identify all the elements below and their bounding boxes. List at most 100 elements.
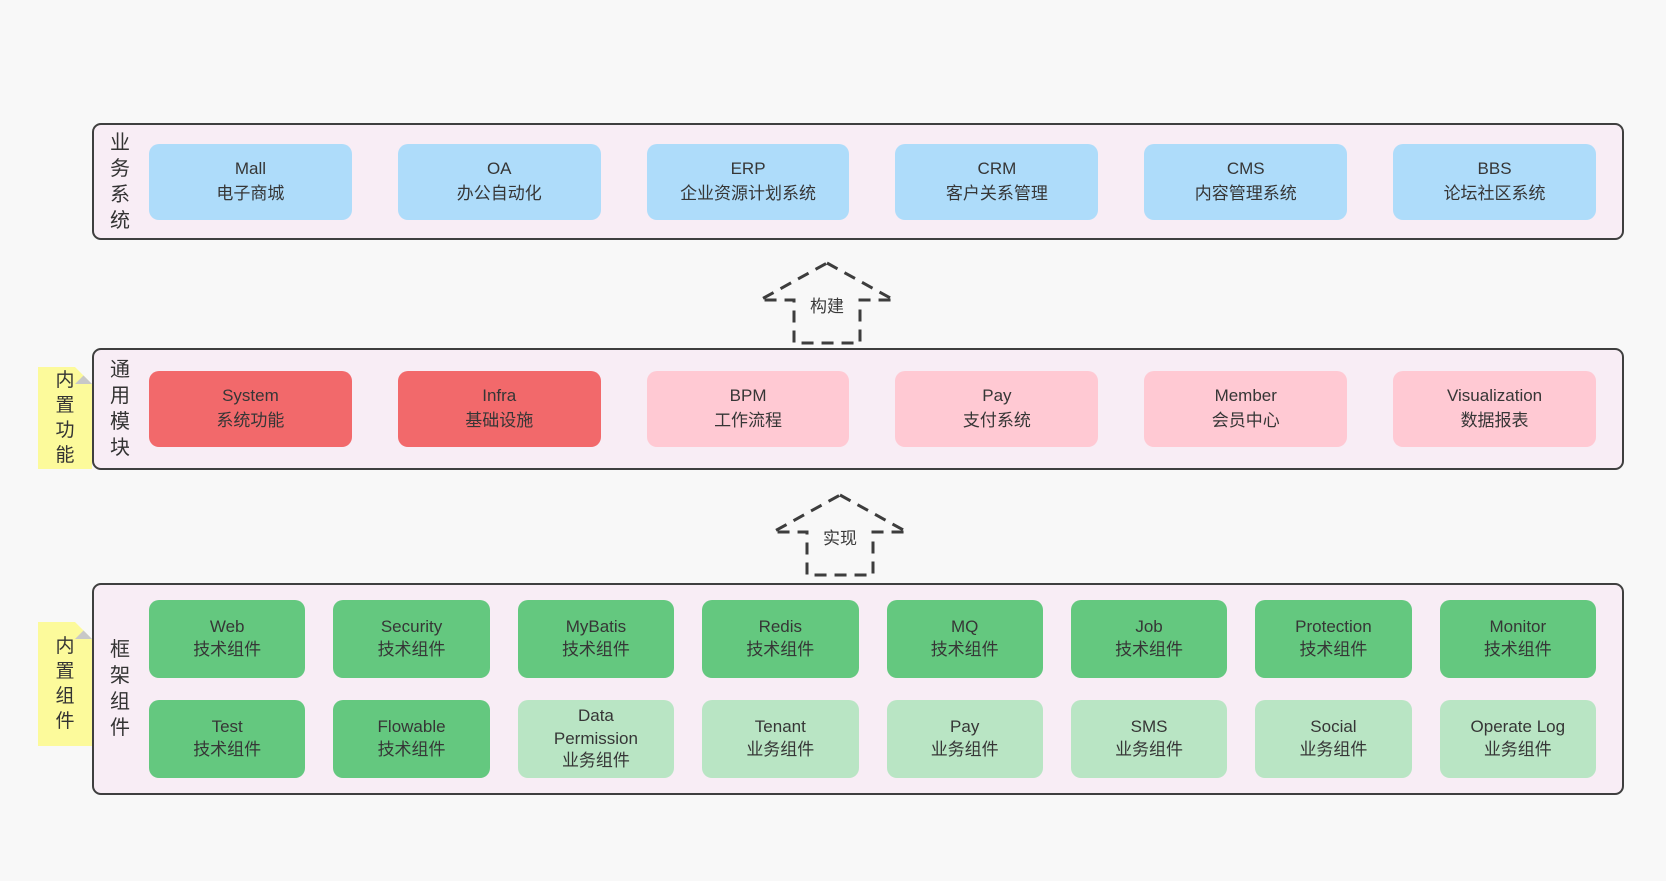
box-subtitle: 技术组件 [930, 640, 999, 659]
box-web: Web 技术组件 [149, 600, 306, 678]
section-business-systems: 业务系统 Mall 电子商城 OA 办公自动化 ERP 企业资源计划系统 CRM 客户关系管理… [92, 123, 1624, 240]
implement-arrow: 实现 [770, 492, 910, 578]
dashed-up-arrow-icon [772, 493, 908, 577]
box-redis: Redis 技术组件 [702, 600, 859, 678]
box-title: Data Permission [553, 705, 638, 748]
box-pay: Pay 支付系统 [895, 371, 1099, 447]
box-member: Member 会员中心 [1144, 371, 1348, 447]
box-subtitle: 系统功能 [216, 411, 285, 430]
box-subtitle: 数据报表 [1460, 411, 1529, 430]
business-systems-grid: Mall 电子商城 OA 办公自动化 ERP 企业资源计划系统 CRM 客户关系管理 CMS 内容… [133, 143, 1622, 220]
box-subtitle: 企业资源计划系统 [680, 183, 817, 203]
box-title: Web [209, 617, 245, 637]
section-label-framework-components: 框架组件 [110, 639, 130, 739]
box-title: Mall [234, 158, 266, 178]
section-label-business-systems: 业务系统 [110, 131, 130, 232]
box-title: System [222, 386, 279, 406]
note-fold-corner-icon [75, 367, 92, 384]
box-title: Pay [982, 386, 1012, 406]
box-title: Tenant [754, 717, 806, 737]
box-title: SMS [1130, 717, 1168, 737]
box-subtitle: 业务组件 [1299, 740, 1368, 759]
sticky-note-built-in-components: 内置组件 [38, 622, 92, 746]
box-title: Monitor [1489, 617, 1547, 637]
build-arrow: 构建 [757, 260, 897, 346]
box-subtitle: 技术组件 [377, 640, 446, 659]
box-test: Test 技术组件 [149, 700, 306, 778]
box-subtitle: 业务组件 [1483, 740, 1552, 759]
build-arrow-label: 构建 [807, 292, 847, 317]
box-subtitle: 客户关系管理 [945, 183, 1048, 203]
box-flowable: Flowable 技术组件 [333, 700, 490, 778]
box-subtitle: 支付系统 [962, 411, 1031, 430]
box-mybatis: MyBatis 技术组件 [517, 600, 675, 678]
box-title: BBS [1477, 158, 1512, 178]
box-bpm: BPM 工作流程 [646, 371, 850, 447]
section-common-modules: 通用模块 System 系统功能 Infra 基础设施 BPM 工作流程 Pay 支付系统 Me… [92, 348, 1624, 470]
box-subtitle: 技术组件 [561, 640, 630, 659]
box-subtitle: 业务组件 [561, 751, 630, 771]
box-title: ERP [730, 158, 766, 178]
box-subtitle: 业务组件 [746, 740, 815, 759]
box-subtitle: 技术组件 [193, 740, 262, 759]
box-subtitle: 技术组件 [193, 640, 262, 659]
box-title: Job [1135, 617, 1163, 637]
sticky-note-built-in-features: 内置功能 [38, 367, 92, 469]
box-title: OA [486, 158, 512, 178]
box-subtitle: 基础设施 [465, 411, 534, 430]
note-fold-corner-icon [75, 622, 92, 639]
box-title: BPM [729, 386, 767, 406]
box-title: MQ [950, 617, 979, 637]
box-subtitle: 内容管理系统 [1194, 183, 1297, 203]
box-title: Pay [950, 717, 980, 737]
box-tenant: Tenant 业务组件 [702, 700, 859, 778]
common-modules-grid: System 系统功能 Infra 基础设施 BPM 工作流程 Pay 支付系统 Member 会… [133, 371, 1622, 447]
box-title: Infra [482, 386, 517, 406]
dashed-up-arrow-icon [759, 261, 895, 345]
box-title: Flowable [377, 717, 446, 737]
box-monitor: Monitor 技术组件 [1439, 600, 1596, 678]
box-protection: Protection 技术组件 [1255, 600, 1412, 678]
box-system: System 系统功能 [149, 371, 352, 447]
box-infra: Infra 基础设施 [397, 371, 601, 447]
box-subtitle: 技术组件 [746, 640, 815, 659]
box-sms: SMS 业务组件 [1070, 700, 1228, 778]
box-subtitle: 会员中心 [1211, 411, 1280, 430]
sticky-note-text: 内置功能 [55, 369, 75, 467]
sticky-note-text: 内置组件 [55, 635, 75, 733]
box-title: Test [211, 717, 243, 737]
box-subtitle: 业务组件 [930, 740, 999, 759]
box-title: Redis [758, 617, 803, 637]
box-cms: CMS 内容管理系统 [1144, 143, 1348, 220]
box-title: Member [1214, 386, 1277, 406]
box-subtitle: 技术组件 [1299, 640, 1368, 659]
box-title: CMS [1226, 158, 1265, 178]
box-subtitle: 工作流程 [714, 411, 783, 430]
box-visualization: Visualization 数据报表 [1393, 371, 1596, 447]
box-data-permission: Data Permission 业务组件 [517, 700, 675, 778]
box-subtitle: 业务组件 [1115, 740, 1184, 759]
box-mall: Mall 电子商城 [149, 143, 352, 220]
box-pay: Pay 业务组件 [886, 700, 1043, 778]
box-title: Operate Log [1470, 717, 1566, 737]
box-title: MyBatis [565, 617, 627, 637]
box-subtitle: 办公自动化 [456, 183, 542, 203]
box-title: Security [380, 617, 443, 637]
box-erp: ERP 企业资源计划系统 [646, 143, 850, 220]
box-title: Protection [1295, 617, 1372, 637]
section-label-common-modules: 通用模块 [110, 359, 130, 459]
box-operate-log: Operate Log 业务组件 [1439, 700, 1596, 778]
box-title: Social [1310, 717, 1357, 737]
implement-arrow-label: 实现 [820, 524, 860, 549]
box-subtitle: 技术组件 [1483, 640, 1552, 659]
box-title: CRM [977, 158, 1017, 178]
box-security: Security 技术组件 [333, 600, 490, 678]
box-subtitle: 电子商城 [216, 183, 285, 203]
box-subtitle: 技术组件 [377, 740, 446, 759]
box-title: Visualization [1447, 386, 1543, 406]
